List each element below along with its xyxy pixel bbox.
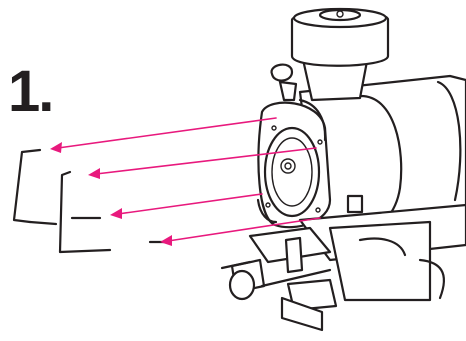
side-plate-inner bbox=[60, 172, 165, 252]
arrow-3 bbox=[110, 194, 262, 219]
valve-knob bbox=[272, 65, 296, 100]
arrow-1 bbox=[50, 118, 276, 153]
side-plate-outer bbox=[14, 150, 56, 224]
buffer-beam bbox=[222, 228, 336, 330]
